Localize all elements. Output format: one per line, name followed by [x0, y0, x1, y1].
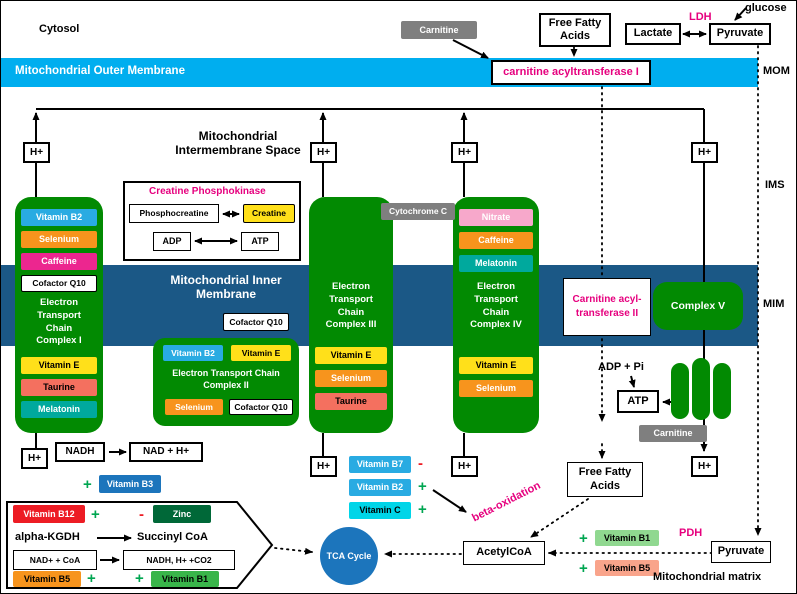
complex4-caffeine-chip: Caffeine	[459, 232, 533, 249]
atp-synthase-icon	[692, 358, 710, 420]
free-fatty-acids-matrix-box: Free Fatty Acids	[567, 462, 643, 497]
creatine-phosphokinase-title: Creatine Phosphokinase	[149, 186, 266, 197]
complex1-cofactor-q10-chip: Cofactor Q10	[21, 275, 97, 292]
intermembrane-space-label: Mitochondrial Intermembrane Space	[175, 129, 301, 157]
lactate-box: Lactate	[625, 23, 681, 45]
outer-membrane-label: Mitochondrial Outer Membrane	[15, 65, 185, 77]
zinc-chip: Zinc	[153, 505, 211, 523]
complex4-name: Electron Transport Chain Complex IV	[470, 281, 522, 331]
h-plus-box-ims-4: H+	[691, 142, 718, 163]
complex4-selenium-chip: Selenium	[459, 380, 533, 397]
adp-pi-label: ADP + Pi	[598, 361, 644, 373]
nadh-box: NADH	[55, 442, 105, 462]
h-plus-box-ims-3: H+	[451, 142, 478, 163]
complex2-cofactor-q10-above-chip: Cofactor Q10	[223, 313, 289, 331]
vitamin-b7-chip: Vitamin B7	[349, 456, 411, 473]
mom-tag: MOM	[763, 65, 790, 77]
complex1-vitamin-b2-chip: Vitamin B2	[21, 209, 97, 226]
ldh-label: LDH	[689, 11, 712, 23]
carnitine-acyltransferase-1-box: carnitine acyltransferase I	[491, 60, 651, 85]
vitamin-c-plus-sign: +	[418, 501, 427, 518]
vitamin-b3-chip: Vitamin B3	[99, 475, 161, 493]
complex2-cofactor-q10-chip: Cofactor Q10	[229, 399, 293, 415]
matrix-label: Mitochondrial matrix	[653, 571, 762, 583]
atp-cpk-box: ATP	[241, 232, 279, 251]
complex1-taurine-chip: Taurine	[21, 379, 97, 396]
cytochrome-c-chip: Cytochrome C	[381, 203, 455, 220]
atp-synthase-icon	[671, 363, 689, 419]
vitamin-b3-plus-sign: +	[83, 476, 92, 493]
beta-oxidation-label: beta-oxidation	[470, 479, 543, 525]
phosphocreatine-box: Phosphocreatine	[129, 204, 219, 223]
complex4-vitamin-e-chip: Vitamin E	[459, 357, 533, 374]
vitamin-b12-plus-sign: +	[91, 506, 100, 523]
complex1-caffeine-chip: Caffeine	[21, 253, 97, 270]
h-plus-box-matrix-4: H+	[691, 456, 718, 477]
carnitine-acyltransferase-2-box: Carnitine acyl-transferase II	[563, 278, 651, 336]
mim-tag: MIM	[763, 298, 785, 310]
carnitine-matrix-chip: Carnitine	[639, 425, 707, 442]
nad-h-box: NAD + H+	[129, 442, 203, 462]
complex1-name: Electron Transport Chain Complex I	[36, 297, 82, 347]
complex4-melatonin-chip: Melatonin	[459, 255, 533, 272]
pdh-vitamin-b1-plus-sign: +	[579, 530, 588, 547]
vitamin-b2-plus-sign: +	[418, 478, 427, 495]
zinc-minus-sign: -	[139, 506, 144, 523]
complex2-selenium-chip: Selenium	[165, 399, 223, 415]
pyruvate-cytosol-box: Pyruvate	[709, 23, 771, 45]
complex3-taurine-chip: Taurine	[315, 393, 387, 410]
complex1-selenium-chip: Selenium	[21, 231, 97, 248]
complex-5-body	[653, 282, 743, 330]
vitamin-b1-kgdh-chip: Vitamin B1	[151, 571, 219, 587]
complex2-vitamin-e-chip: Vitamin E	[231, 345, 291, 361]
cytosol-label: Cytosol	[39, 23, 80, 35]
complex1-vitamin-e-chip: Vitamin E	[21, 357, 97, 374]
glucose-label: glucose	[745, 2, 787, 14]
pdh-vitamin-b5-plus-sign: +	[579, 560, 588, 577]
h-plus-box-matrix-1: H+	[21, 448, 48, 469]
alpha-kgdh-label: alpha-KGDH	[15, 531, 80, 543]
tca-cycle-icon: TCA Cycle	[320, 527, 378, 585]
complex5-name: Complex V	[670, 300, 726, 312]
complex3-vitamin-e-chip: Vitamin E	[315, 347, 387, 364]
ims-tag: IMS	[765, 179, 785, 191]
vitamin-b5-kgdh-chip: Vitamin B5	[13, 571, 81, 587]
complex3-selenium-chip: Selenium	[315, 370, 387, 387]
succinyl-coa-label: Succinyl CoA	[137, 531, 208, 543]
complex3-name: Electron Transport Chain Complex III	[325, 281, 377, 331]
inner-membrane-label: Mitochondrial Inner Membrane	[170, 273, 282, 301]
complex2-name: Electron Transport Chain Complex II	[172, 368, 280, 391]
complex1-melatonin-chip: Melatonin	[21, 401, 97, 418]
acetyl-coa-box: AcetylCoA	[463, 541, 545, 565]
creatine-chip: Creatine	[243, 204, 295, 223]
carnitine-cytosol-chip: Carnitine	[401, 21, 477, 39]
tca-cycle-label: TCA Cycle	[326, 551, 372, 561]
h-plus-box-ims-2: H+	[310, 142, 337, 163]
pyruvate-matrix-box: Pyruvate	[711, 541, 771, 563]
vitamin-c-chip: Vitamin C	[349, 502, 411, 519]
atp-synthase-icon	[713, 363, 731, 419]
h-plus-box-ims-1: H+	[23, 142, 50, 163]
vitamin-b2-modulator-chip: Vitamin B2	[349, 479, 411, 496]
vitamin-b1-kgdh-plus-sign: +	[135, 570, 144, 587]
complex4-nitrate-chip: Nitrate	[459, 209, 533, 226]
free-fatty-acids-cytosol-box: Free Fatty Acids	[539, 13, 611, 47]
vitamin-b12-chip: Vitamin B12	[13, 505, 85, 523]
pdh-vitamin-b5-chip: Vitamin B5	[595, 560, 659, 576]
h-plus-box-matrix-3: H+	[451, 456, 478, 477]
atp-synthase-atp-box: ATP	[617, 390, 659, 413]
pdh-vitamin-b1-chip: Vitamin B1	[595, 530, 659, 546]
vitamin-b5-kgdh-plus-sign: +	[87, 570, 96, 587]
nadh-co2-box: NADH, H+ +CO2	[123, 550, 235, 570]
vitamin-b7-minus-sign: -	[418, 455, 423, 472]
pdh-label: PDH	[679, 527, 703, 539]
h-plus-box-matrix-2: H+	[310, 456, 337, 477]
adp-box: ADP	[153, 232, 191, 251]
complex2-vitamin-b2-chip: Vitamin B2	[163, 345, 223, 361]
nad-coa-box: NAD+ + CoA	[13, 550, 97, 570]
